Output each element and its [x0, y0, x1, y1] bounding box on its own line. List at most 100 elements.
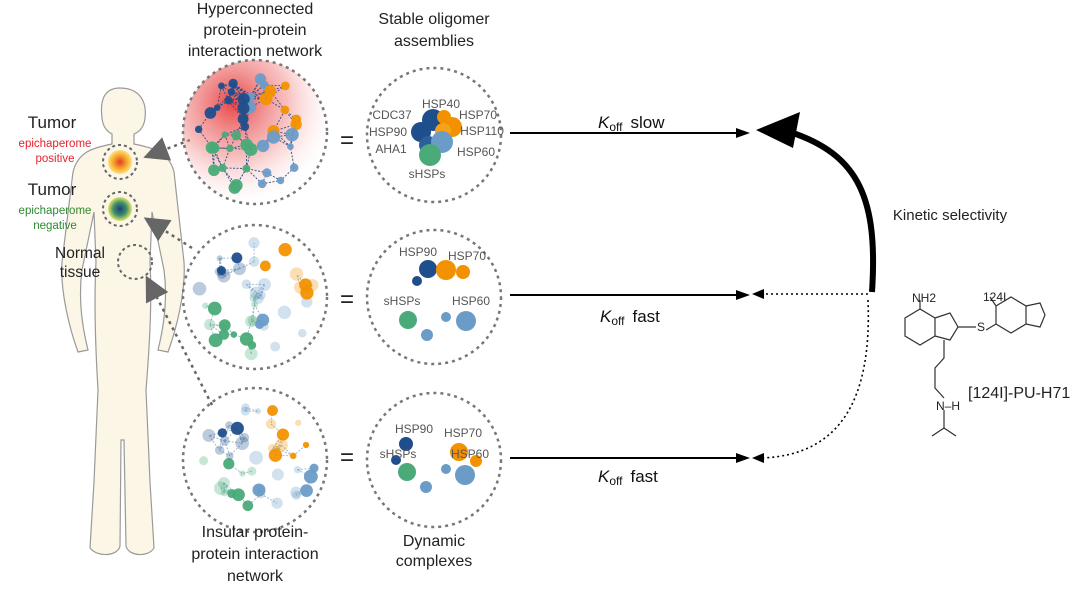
r2-hsp60: HSP60	[452, 294, 490, 308]
koff-fast-head-2	[736, 453, 750, 463]
insular-network-3	[181, 386, 329, 534]
tumor-negative-lesion	[108, 197, 132, 221]
network-node	[217, 477, 230, 490]
network-node	[271, 497, 283, 509]
r2-hsp70: HSP70	[448, 249, 486, 263]
network-node	[208, 142, 220, 154]
network-node	[199, 456, 209, 466]
network-node	[291, 490, 301, 500]
network-node	[213, 481, 228, 496]
network-node	[228, 78, 238, 88]
network-node	[302, 441, 310, 449]
network-node	[253, 293, 264, 305]
network-node	[226, 144, 234, 153]
network-node	[207, 301, 222, 316]
pu-h71-structure	[904, 296, 1046, 437]
label-hsp70: HSP70	[459, 108, 497, 122]
network-edge	[209, 308, 216, 325]
network-node	[237, 92, 250, 105]
network-edge	[270, 85, 286, 92]
network-node	[256, 139, 270, 153]
network-edge	[209, 324, 225, 326]
network-edge	[224, 440, 243, 444]
network-edge	[281, 444, 294, 457]
network-edge	[257, 294, 262, 300]
network-node	[242, 500, 254, 512]
network-node	[254, 73, 267, 85]
network-node	[239, 470, 246, 477]
network-edge	[255, 292, 259, 299]
network-node	[271, 468, 284, 481]
network-edge	[239, 261, 255, 270]
network-node	[254, 408, 262, 415]
network-node	[230, 421, 244, 435]
network-node	[298, 329, 307, 338]
network-node	[242, 164, 251, 173]
network-node	[268, 443, 278, 453]
network-edge	[255, 284, 265, 294]
network-node	[289, 267, 304, 281]
network-node	[276, 428, 290, 441]
network-node	[277, 305, 292, 319]
network-node	[262, 168, 272, 178]
network-edge	[208, 435, 221, 451]
network-node	[249, 286, 263, 300]
network-node	[227, 488, 237, 499]
network-node	[192, 281, 207, 296]
stable-oligomer-blobs	[411, 109, 462, 166]
network-title-1: Hyperconnected	[197, 1, 314, 18]
network-node	[274, 445, 281, 452]
network-edge	[221, 85, 229, 101]
network-node	[218, 329, 230, 340]
network-edge	[249, 97, 267, 100]
network-node	[208, 333, 223, 348]
r2-shsps: sHSPs	[384, 294, 421, 308]
network-node	[220, 322, 230, 332]
r3-shsps: sHSPs	[380, 447, 417, 461]
network-edge	[241, 437, 245, 444]
network-edge	[246, 283, 262, 296]
network-node	[221, 131, 229, 138]
network-node	[301, 296, 313, 308]
network-edge	[229, 442, 243, 457]
arrow-net1-to-body	[143, 137, 191, 161]
network-node	[235, 436, 250, 450]
network-node	[257, 290, 266, 300]
molecule-name: [124I]-PU-H71	[968, 385, 1070, 402]
tumor-neg-ring	[102, 191, 138, 227]
insular-title-3: network	[227, 568, 284, 585]
network-node	[220, 489, 228, 497]
network-edge	[266, 172, 281, 181]
network-edge	[228, 463, 243, 474]
network-edge	[209, 324, 217, 341]
network-node	[293, 466, 302, 474]
network-node	[303, 469, 318, 484]
network-edge	[256, 292, 262, 296]
network-node	[240, 406, 251, 416]
network-node	[216, 255, 223, 262]
tumor-neg-sub-1: epichaperome	[19, 205, 92, 217]
network-edge	[260, 284, 265, 296]
network-node	[218, 163, 227, 173]
arrow-net2-to-body	[143, 217, 193, 250]
network-node	[225, 452, 234, 460]
network-node	[244, 347, 258, 361]
network-edge	[246, 283, 257, 294]
network-node	[249, 450, 264, 465]
network-edge	[222, 427, 238, 434]
network-node	[257, 179, 267, 189]
network-node	[300, 484, 313, 497]
network-node	[208, 164, 220, 177]
label-aha1: AHA1	[375, 142, 407, 156]
arrow-net3-to-body	[145, 275, 214, 406]
network-node	[257, 278, 271, 292]
network-node	[256, 489, 266, 499]
network-node	[223, 458, 235, 470]
network-edge	[260, 493, 278, 504]
network-edge	[270, 423, 284, 435]
label-shsps: sHSPs	[409, 167, 446, 181]
network-edge	[296, 274, 302, 288]
